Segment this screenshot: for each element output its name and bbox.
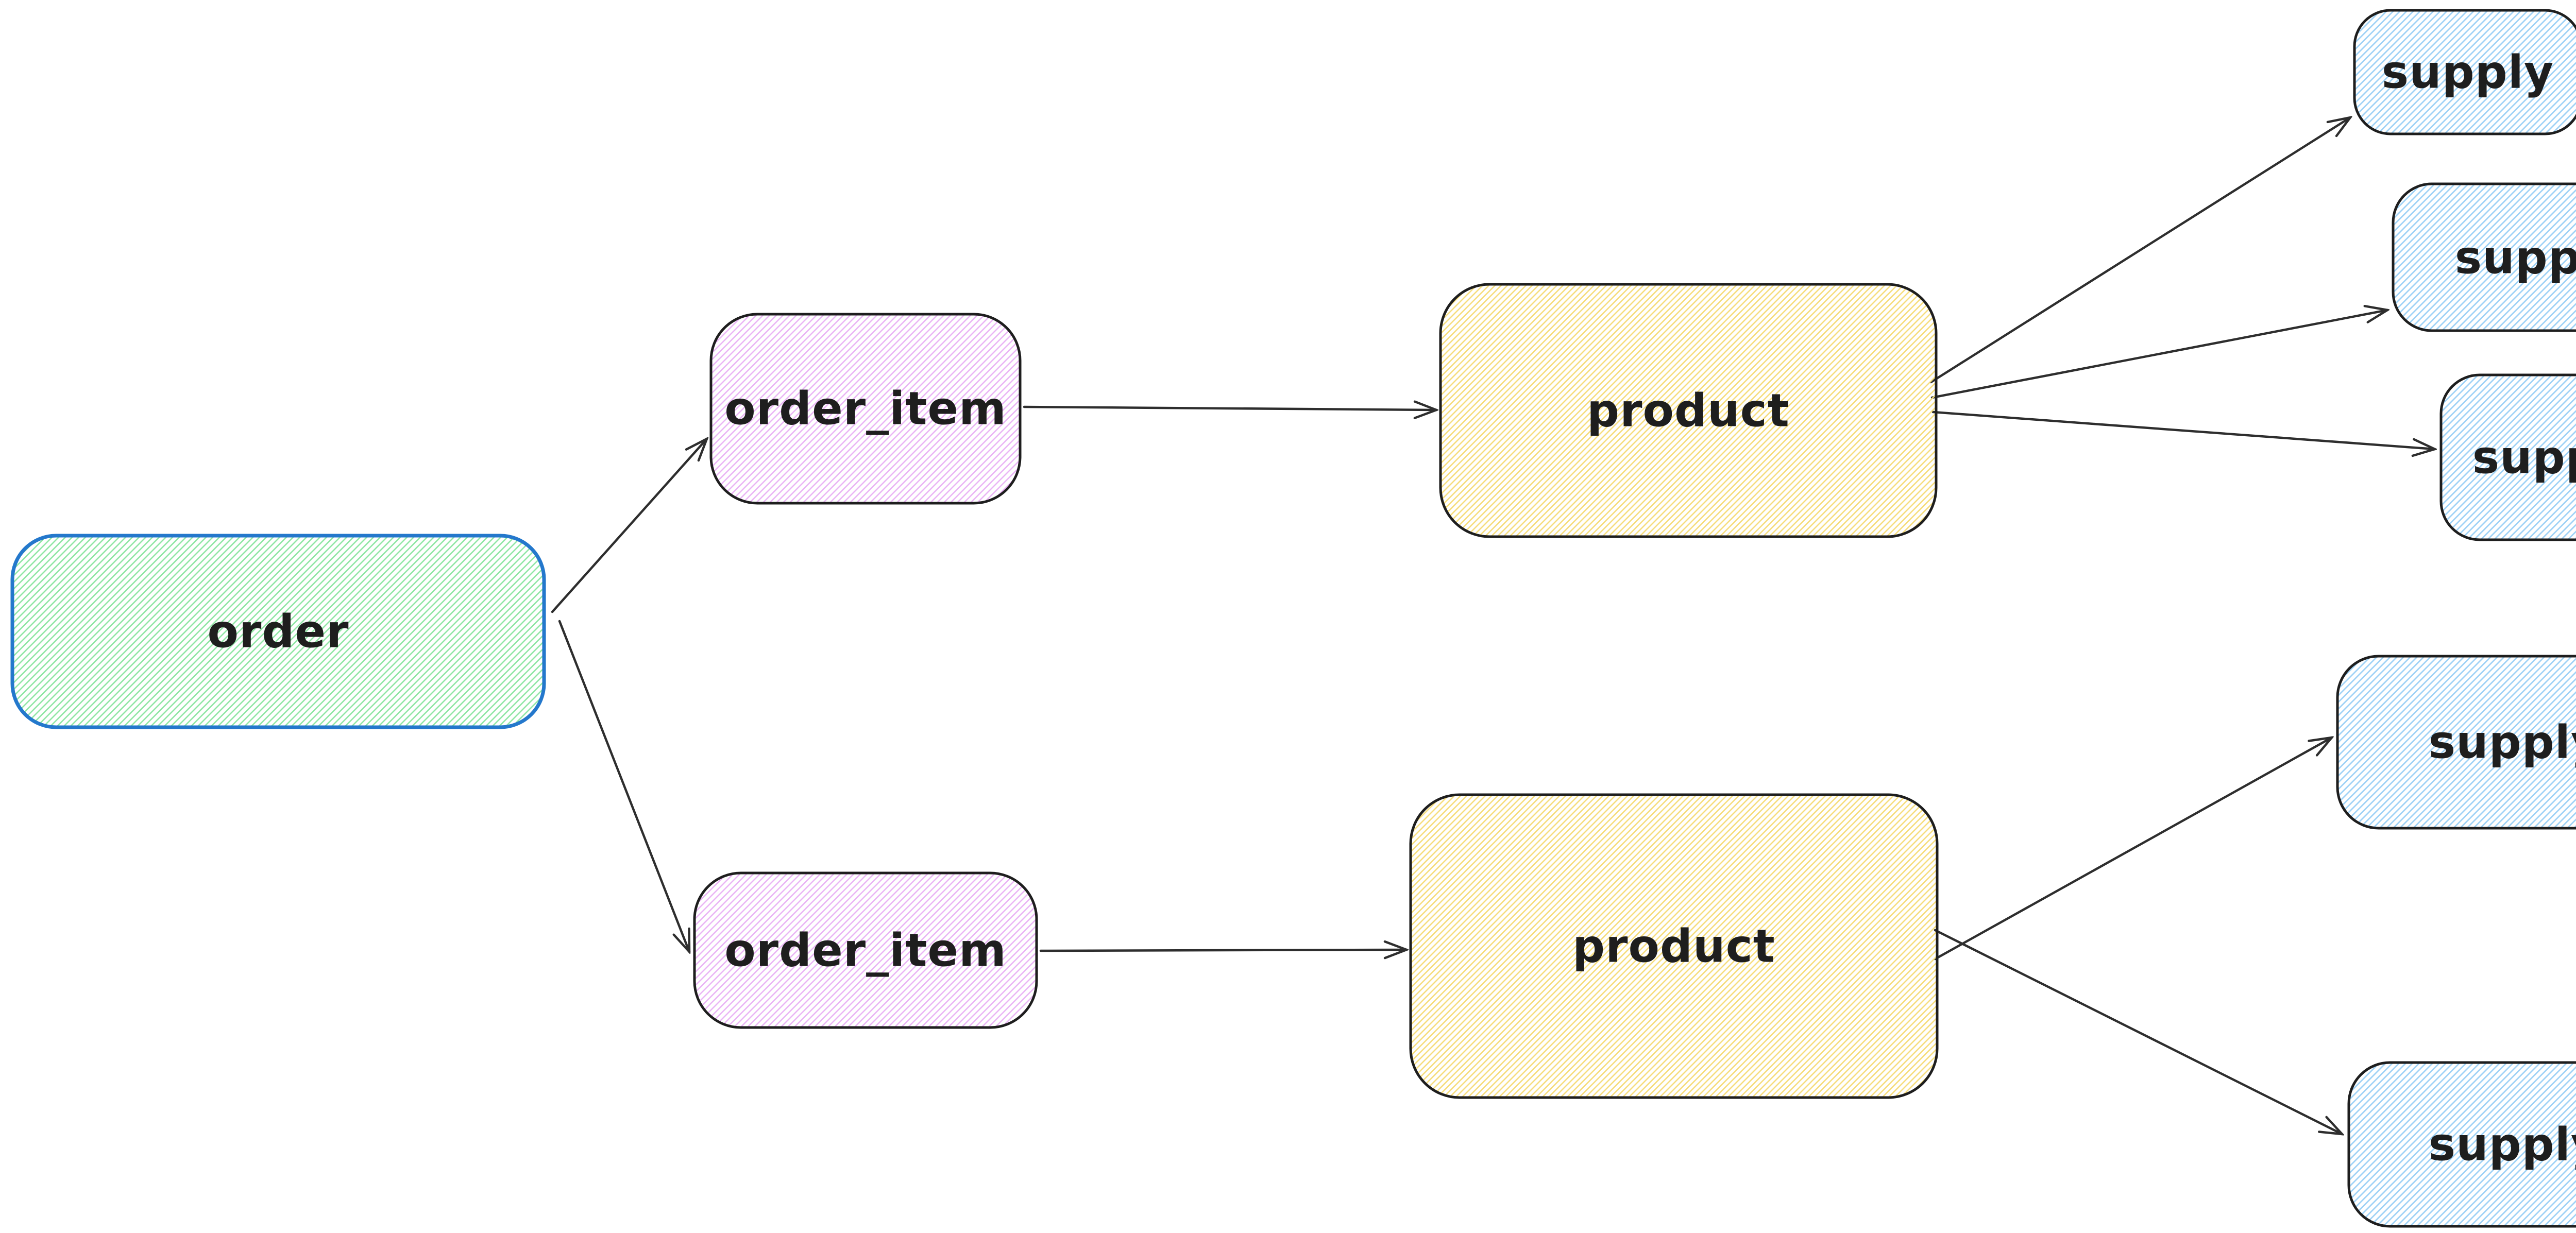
node-order-item-2[interactable]: order_item [693, 871, 1038, 1029]
node-order-item-2-box[interactable] [693, 871, 1038, 1029]
node-supply-1-box[interactable] [2353, 9, 2576, 135]
edge-order-to-order-item-1[interactable] [551, 439, 707, 613]
edge-order-item-2-to-product-2[interactable] [1039, 950, 1406, 951]
node-supply-4[interactable]: supply [2336, 655, 2576, 830]
node-order-box[interactable] [10, 534, 546, 729]
node-supply-2-box[interactable] [2392, 182, 2576, 332]
node-product-2-box[interactable] [1409, 793, 1939, 1099]
node-order-label: order [208, 605, 349, 658]
node-order-item-1-label: order_item [724, 382, 1007, 435]
node-product-1-label: product [1587, 384, 1790, 437]
edge-order-item-1-to-product-1[interactable] [1023, 407, 1436, 410]
node-supply-5-label: supply [2429, 1118, 2576, 1171]
node-supply-1-label: supply [2382, 46, 2554, 99]
node-supply-2[interactable]: supply [2392, 182, 2576, 332]
node-supply-2-label: supply [2455, 231, 2576, 284]
edge-product-2-to-supply-5[interactable] [1934, 929, 2342, 1134]
node-supply-3[interactable]: supply [2439, 373, 2576, 541]
node-order[interactable]: order [10, 534, 546, 729]
node-supply-4-box[interactable] [2336, 655, 2576, 830]
edge-product-1-to-supply-1[interactable] [1929, 117, 2350, 384]
node-supply-1[interactable]: supply [2353, 9, 2576, 135]
edge-product-1-to-supply-3[interactable] [1931, 410, 2435, 449]
edge-order-to-order-item-2[interactable] [558, 620, 689, 952]
edges-layer [551, 117, 2435, 1134]
node-supply-5-box[interactable] [2347, 1061, 2576, 1228]
node-supply-4-label: supply [2429, 716, 2576, 769]
node-product-2[interactable]: product [1409, 793, 1939, 1099]
node-supply-3-label: supply [2472, 431, 2576, 484]
edge-product-1-to-supply-2[interactable] [1930, 310, 2387, 399]
node-supply-3-box[interactable] [2439, 373, 2576, 541]
node-supply-5[interactable]: supply [2347, 1061, 2576, 1228]
node-order-item-1[interactable]: order_item [709, 313, 1022, 505]
node-product-1-box[interactable] [1439, 283, 1938, 538]
node-order-item-2-label: order_item [724, 924, 1007, 977]
edge-product-2-to-supply-4[interactable] [1934, 738, 2332, 961]
node-product-1[interactable]: product [1439, 283, 1938, 538]
node-product-2-label: product [1572, 920, 1775, 973]
node-order-item-1-box[interactable] [709, 313, 1022, 505]
